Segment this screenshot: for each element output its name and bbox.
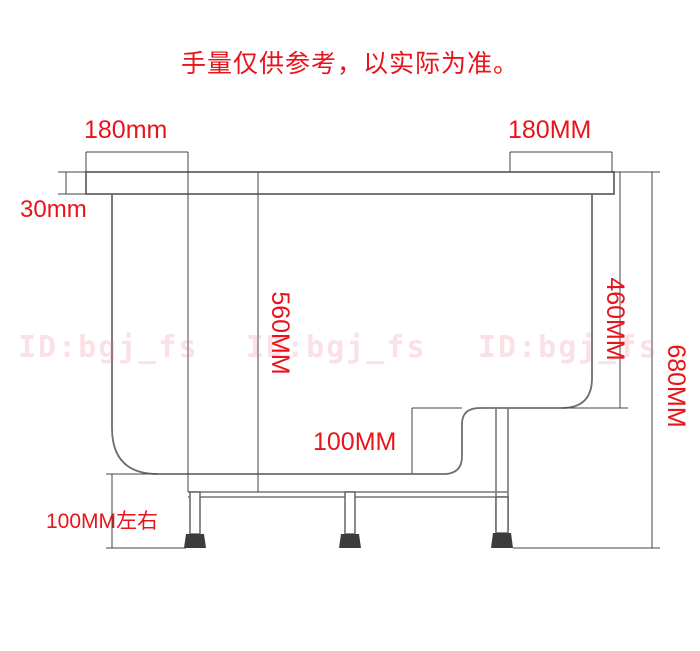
label-rim-thickness: 30mm (20, 196, 87, 223)
dimension-lines (58, 151, 660, 549)
tub-body (111, 194, 593, 475)
label-overall-height: 680MM (662, 344, 690, 428)
leg-right (495, 496, 509, 534)
watermark-right: ID:bgj_fs (478, 330, 659, 365)
watermark-left: ID:bgj_fs (18, 330, 199, 365)
label-step-depth: 460MM (601, 277, 629, 361)
watermark-middle: ID:bgj_fs (246, 330, 427, 365)
disclaimer-title: 手量仅供参考，以实际为准。 (180, 49, 519, 78)
label-inner-depth: 560MM (266, 291, 294, 375)
label-top-left-width: 180mm (84, 116, 168, 144)
foot-left (184, 534, 206, 548)
leg-middle (344, 491, 356, 535)
label-leg-height: 100MM左右 (46, 510, 159, 533)
legs (189, 491, 509, 535)
leg-feet (184, 533, 513, 548)
label-top-right-width: 180MM (508, 116, 592, 144)
foot-middle (339, 534, 361, 548)
foot-right (491, 533, 513, 548)
label-step-height: 100MM (313, 428, 397, 456)
leg-left (189, 491, 201, 535)
tub-rim (85, 171, 615, 195)
